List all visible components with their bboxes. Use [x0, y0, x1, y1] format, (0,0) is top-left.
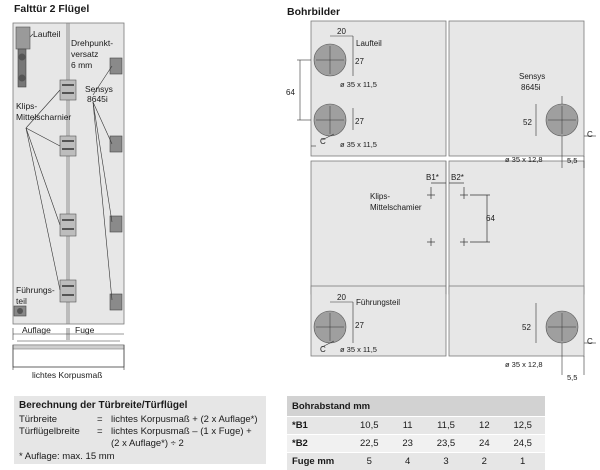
calc-note: * Auflage: max. 15 mm: [19, 451, 115, 462]
label-laufteil: Laufteil: [33, 29, 61, 39]
label-fuehrung-2: teil: [16, 296, 27, 306]
label-b2: B2*: [451, 173, 464, 182]
table-row-label: *B1: [287, 417, 347, 435]
dim-52-top: 52: [523, 118, 532, 127]
dia-top-1: ø 35 x 11,5: [340, 80, 377, 89]
label-korpusmass: lichtes Korpusmaß: [32, 370, 102, 380]
table-cell: 12: [468, 417, 500, 435]
label-drehpunkt-3: 6 mm: [71, 60, 92, 70]
table-cell: 3: [424, 453, 469, 470]
calc-row-1-eq: =: [97, 414, 103, 425]
calc-row-1: Türbreite = lichtes Korpusmaß + (2 x Auf…: [19, 414, 259, 425]
table-row: *B2 22,5 23 23,5 24 24,5: [287, 435, 545, 453]
calc-row-2-value: lichtes Korpusmaß – (1 x Fuge) +: [111, 426, 252, 437]
dim-55-top: 5,5: [567, 156, 577, 165]
label-laufteil-right: Laufteil: [356, 39, 382, 48]
hole-laufteil-top: [314, 44, 346, 76]
table-cell: 4: [392, 453, 424, 470]
label-drehpunkt-2: versatz: [71, 49, 98, 59]
plan-view: lichtes Korpusmaß: [13, 345, 124, 380]
hole-sensys-bottom: [546, 311, 578, 343]
dim-27-top: 27: [355, 57, 364, 66]
table-cell: 5: [347, 453, 392, 470]
table-cell: 24,5: [500, 435, 545, 453]
hole-fuehrungsteil: [314, 311, 346, 343]
hole-sensys-top: [546, 104, 578, 136]
calc-row-1-value: lichtes Korpusmaß + (2 x Auflage*): [111, 414, 258, 425]
laufteil-hardware: [16, 27, 30, 49]
dia-top-2: ø 35 x 11,5: [340, 140, 377, 149]
dim-c-right-top: C: [587, 130, 593, 139]
bohrbilder-drawing: 20 Laufteil 27 64 ø 35 x 11,5 27 C ø 35 …: [286, 21, 596, 382]
dim-52-bottom: 52: [522, 323, 531, 332]
table-cell: 23: [392, 435, 424, 453]
dim-64-top: 64: [286, 88, 295, 97]
calc-row-2: Türflügelbreite = lichtes Korpusmaß – (1…: [19, 426, 259, 437]
table-cell: 24: [468, 435, 500, 453]
bohrabstand-table: Bohrabstand mm *B1 10,5 11 11,5 12 12,5 …: [287, 396, 545, 470]
table-cell: 22,5: [347, 435, 392, 453]
dia-right-bottom: ø 35 x 12,8: [505, 360, 543, 369]
dim-c-right-bottom: C: [587, 337, 593, 346]
door-drawing: Laufteil Drehpunkt- versatz 6 mm Sensys …: [13, 23, 124, 324]
label-drehpunkt-1: Drehpunkt-: [71, 38, 113, 48]
label-klips-right-1: Klips-: [370, 192, 390, 201]
table-row-label: *B2: [287, 435, 347, 453]
label-fuehrung-1: Führungs-: [16, 285, 55, 295]
dim-55-bottom: 5,5: [567, 373, 577, 382]
label-b1: B1*: [426, 173, 439, 182]
table-cell: 12,5: [500, 417, 545, 435]
dim-20-top: 20: [337, 27, 346, 36]
table-row: Fuge mm 5 4 3 2 1: [287, 453, 545, 470]
table-row-label: Fuge mm: [287, 453, 347, 470]
calc-row-3-value: (2 x Auflage*) ÷ 2: [111, 438, 184, 449]
calc-title: Berechnung der Türbreite/Türflügel: [19, 400, 187, 411]
table-cell: 2: [468, 453, 500, 470]
dia-right-top: ø 35 x 12,8: [505, 155, 543, 164]
label-klips-2: Mittelscharnier: [16, 112, 71, 122]
calc-row-2-label: Türflügelbreite: [19, 426, 80, 437]
auflage-fuge-dimension: Auflage Fuge: [13, 325, 124, 341]
table-cell: 11,5: [424, 417, 469, 435]
dim-27-mid: 27: [355, 117, 364, 126]
label-sensys-right-1: Sensys: [519, 72, 545, 81]
calc-row-1-label: Türbreite: [19, 414, 57, 425]
table-cell: 1: [500, 453, 545, 470]
dim-27-bottom: 27: [355, 321, 364, 330]
label-fuehrungsteil: Führungsteil: [356, 298, 400, 307]
table-cell: 23,5: [424, 435, 469, 453]
label-auflage: Auflage: [22, 325, 51, 335]
label-sensys-2: 8645i: [87, 94, 108, 104]
hole-laufteil-bottom: [314, 104, 346, 136]
dim-c-bottom: C: [320, 345, 326, 354]
table-row: *B1 10,5 11 11,5 12 12,5: [287, 417, 545, 435]
label-sensys-right-2: 8645i: [521, 83, 541, 92]
table-cell: 11: [392, 417, 424, 435]
dim-20-bottom: 20: [337, 293, 346, 302]
dim-64-mid: 64: [486, 214, 495, 223]
table-title: Bohrabstand mm: [287, 396, 545, 417]
label-klips-right-2: Mittelschamier: [370, 203, 422, 212]
dim-c-top: C: [320, 137, 326, 146]
label-klips-1: Klips-: [16, 101, 37, 111]
table-cell: 10,5: [347, 417, 392, 435]
calc-row-2-eq: =: [97, 426, 103, 437]
label-fuge: Fuge: [75, 325, 95, 335]
dia-bottom-left: ø 35 x 11,5: [340, 345, 377, 354]
calculation-box: Berechnung der Türbreite/Türflügel Türbr…: [14, 396, 266, 464]
label-sensys-1: Sensys: [85, 84, 113, 94]
